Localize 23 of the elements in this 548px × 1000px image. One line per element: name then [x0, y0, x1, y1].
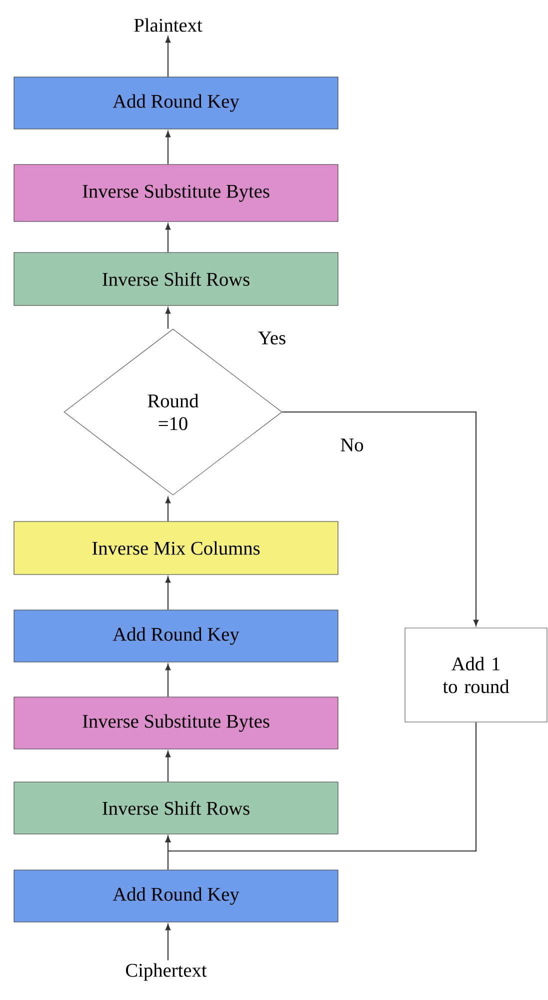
- arrow: [165, 307, 171, 329]
- process-box: Add Round Key: [14, 610, 338, 662]
- edge-label: No: [338, 437, 366, 453]
- arrow: [165, 496, 171, 522]
- process-box: Add Round Key: [14, 870, 338, 922]
- process-box: Inverse Shift Rows: [14, 782, 338, 834]
- arrow: [165, 223, 171, 252]
- arrow: [282, 411, 479, 626]
- terminal-label: Plaintext: [134, 18, 202, 32]
- arrow: [165, 722, 477, 852]
- arrow: [165, 924, 171, 960]
- arrow: [165, 36, 171, 77]
- process-box: Add Round Key: [14, 76, 338, 130]
- process-box: Inverse Shift Rows: [14, 252, 338, 306]
- process-box: Inverse Mix Columns: [14, 521, 338, 575]
- process-box: Add 1 to round: [404, 628, 548, 722]
- terminal-label: Ciphertext: [126, 963, 207, 981]
- arrow: [165, 664, 171, 697]
- process-box: Inverse Substitute Bytes: [14, 164, 338, 222]
- arrow: [165, 750, 171, 782]
- process-box: Inverse Substitute Bytes: [14, 696, 338, 750]
- arrow: [165, 576, 171, 610]
- arrow: [165, 130, 171, 164]
